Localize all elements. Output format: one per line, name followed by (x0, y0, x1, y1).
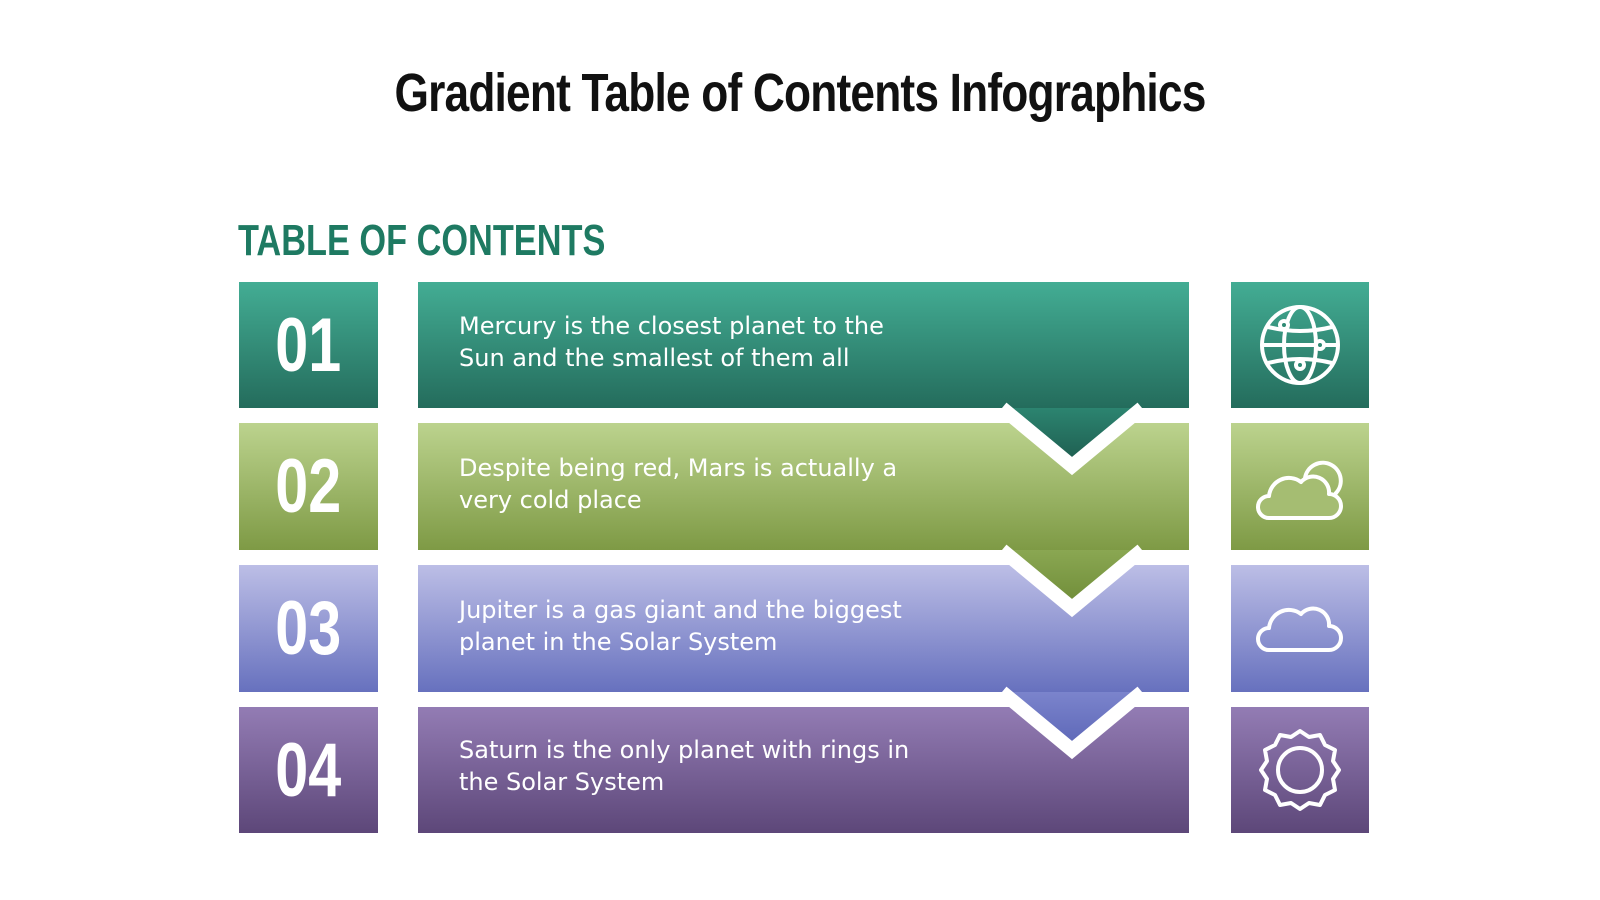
number-label: 03 (275, 585, 342, 671)
number-label: 04 (275, 727, 342, 813)
globe-icon (1260, 305, 1340, 385)
number-label: 02 (275, 443, 342, 529)
cloud-icon (1256, 606, 1343, 652)
icon-box-03 (1231, 565, 1369, 691)
item-description-04: Saturn is the only planet with rings in … (459, 736, 910, 796)
item-description-03: Jupiter is a gas giant and the biggest p… (459, 596, 902, 656)
item-description-01: Mercury is the closest planet to the Sun… (459, 312, 884, 372)
number-box-03: 03 (239, 565, 378, 691)
icon-box-02 (1231, 423, 1369, 549)
badge-icon (1259, 729, 1341, 811)
arrow-02-tip (1010, 550, 1134, 602)
number-box-04: 04 (239, 707, 378, 833)
page-title: Gradient Table of Contents Infographics (394, 63, 1206, 123)
number-box-02: 02 (239, 423, 378, 549)
arrow-03-tip (1010, 692, 1134, 744)
number-box-01: 01 (239, 282, 378, 408)
section-heading: TABLE OF CONTENTS (238, 216, 606, 265)
arrow-01-tip (1010, 408, 1134, 460)
cloud-sun-icon (1256, 460, 1343, 520)
icon-box-04 (1231, 707, 1369, 833)
item-description-02: Despite being red, Mars is actually a ve… (459, 454, 898, 514)
band-01 (418, 282, 1189, 408)
number-label: 01 (275, 302, 342, 388)
icon-box-01 (1231, 282, 1369, 408)
